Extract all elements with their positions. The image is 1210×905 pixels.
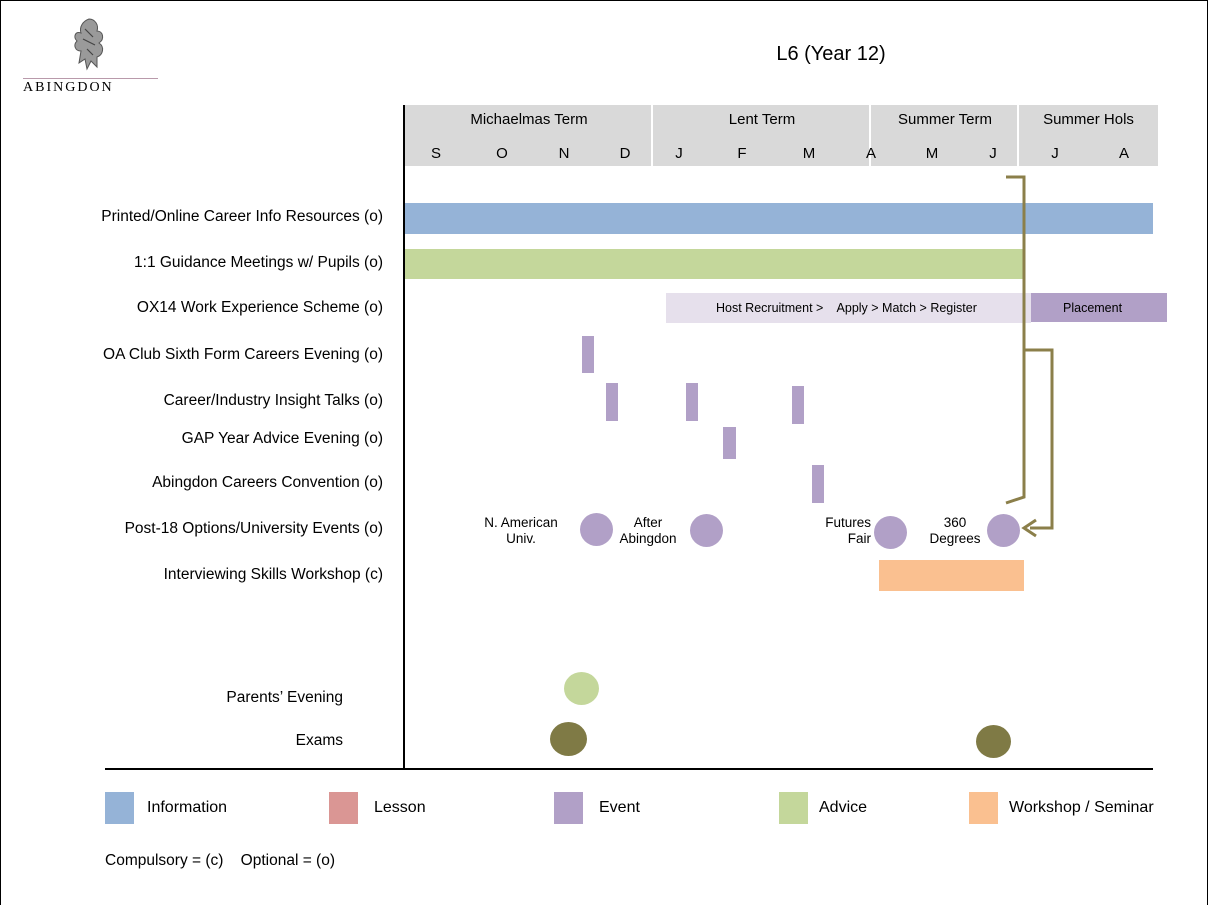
month-label: F	[737, 145, 747, 162]
chart-axis	[403, 105, 405, 768]
legend-divider	[105, 768, 1153, 770]
legend-label: Information	[147, 799, 228, 816]
month-label: J	[675, 145, 683, 162]
work-experience-stages-label: Host Recruitment > Apply > Match > Regis…	[716, 301, 977, 315]
360-degrees-label: 360 Degrees	[929, 515, 981, 546]
month-label: S	[430, 145, 441, 162]
work-experience-stages-bar: Host Recruitment > Apply > Match > Regis…	[666, 293, 1031, 323]
info-resources-bar	[405, 203, 1153, 234]
interviewing-workshop-bar	[879, 560, 1024, 591]
row-label: Interviewing Skills Workshop (c)	[163, 566, 383, 583]
logo-wordmark: ABINGDON	[23, 80, 114, 95]
gap-year-evening-marker	[723, 427, 736, 459]
row-label: Abingdon Careers Convention (o)	[152, 474, 383, 491]
month-label: D	[619, 145, 631, 162]
legend-label: Advice	[819, 799, 868, 816]
after-abingdon-label: After Abingdon	[619, 515, 677, 546]
griffin-crest-icon	[74, 18, 104, 71]
term-header	[405, 105, 1158, 166]
parents-evening-circle	[564, 672, 599, 705]
term-separator	[651, 105, 653, 166]
month-label: O	[496, 145, 508, 162]
legend-swatch	[105, 792, 134, 824]
event-circle	[580, 513, 613, 546]
exam-circle	[976, 725, 1011, 758]
abingdon-logo: ABINGDON	[23, 15, 158, 95]
legend-swatch	[969, 792, 998, 824]
term-label: Michaelmas Term	[470, 111, 588, 128]
row-label: 1:1 Guidance Meetings w/ Pupils (o)	[134, 254, 383, 271]
month-label: A	[1118, 145, 1129, 162]
term-separator	[869, 105, 871, 166]
legend-swatch	[329, 792, 358, 824]
month-label: A	[865, 145, 876, 162]
row-label: Career/Industry Insight Talks (o)	[163, 392, 383, 409]
insight-talk-marker	[792, 386, 804, 424]
exam-circle	[550, 722, 587, 756]
key-note: Compulsory = (c) Optional = (o)	[105, 852, 335, 869]
row-label: Parents’ Evening	[226, 689, 343, 706]
work-experience-placement-bar: Placement	[1031, 293, 1167, 322]
legend-label: Event	[599, 799, 640, 816]
month-label: N	[558, 145, 570, 162]
month-label: M	[802, 145, 816, 162]
month-label: M	[925, 145, 939, 162]
event-circle	[690, 514, 723, 547]
north-american-univ-label: N. American Univ.	[484, 515, 558, 546]
bracket-connector	[1005, 175, 1054, 538]
term-label: Summer Term	[898, 111, 992, 128]
row-label: Post-18 Options/University Events (o)	[124, 520, 383, 537]
legend-swatch	[554, 792, 583, 824]
row-label: OA Club Sixth Form Careers Evening (o)	[103, 346, 383, 363]
term-label: Summer Hols	[1043, 111, 1134, 128]
logo-rule	[23, 78, 158, 79]
page-title: L6 (Year 12)	[776, 43, 886, 65]
row-label: Printed/Online Career Info Resources (o)	[101, 208, 383, 225]
event-circle	[874, 516, 907, 549]
term-separator	[1017, 105, 1019, 166]
month-label: J	[989, 145, 997, 162]
term-label: Lent Term	[728, 111, 796, 128]
row-label: Exams	[295, 732, 343, 749]
careers-convention-marker	[812, 465, 824, 503]
guidance-meetings-bar	[405, 249, 1023, 279]
oa-club-evening-marker	[582, 336, 594, 373]
row-label: OX14 Work Experience Scheme (o)	[136, 299, 383, 316]
insight-talk-marker	[686, 383, 698, 421]
legend-swatch	[779, 792, 808, 824]
month-label: J	[1051, 145, 1059, 162]
event-circle	[987, 514, 1020, 547]
placement-label: Placement	[1063, 301, 1123, 315]
futures-fair-label: Futures Fair	[825, 515, 871, 546]
insight-talk-marker	[606, 383, 618, 421]
legend-label: Workshop / Seminar	[1009, 799, 1154, 816]
legend-label: Lesson	[374, 799, 426, 816]
row-label: GAP Year Advice Evening (o)	[181, 430, 383, 447]
